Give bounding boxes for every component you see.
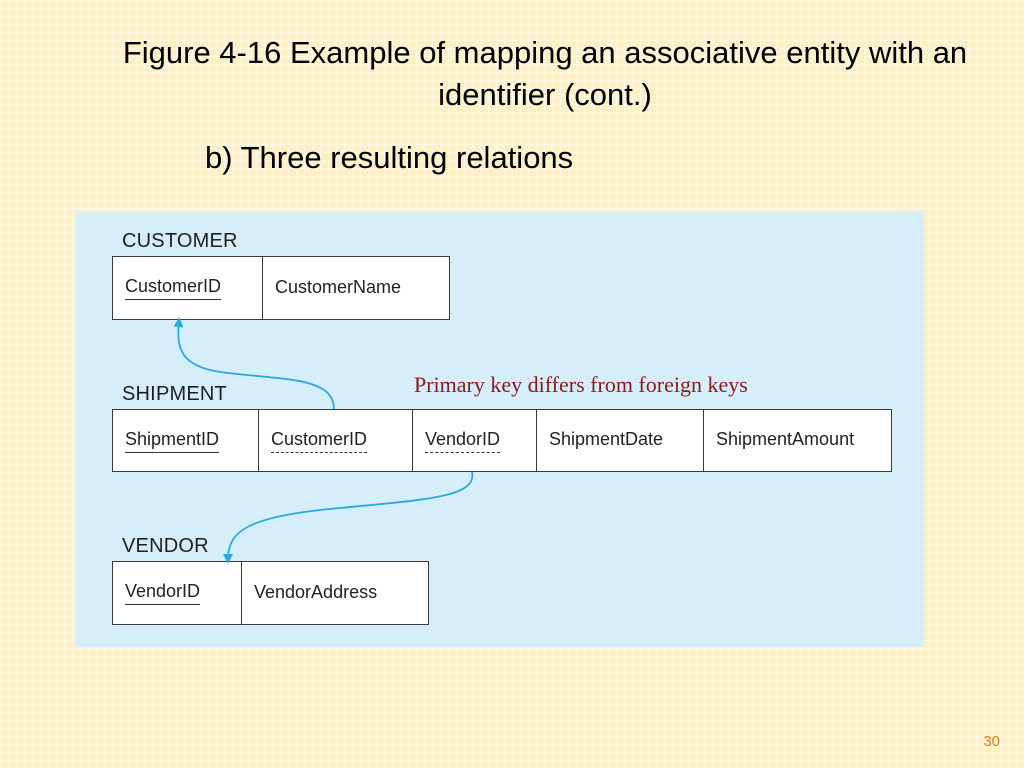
shipment-shipmentdate-label: ShipmentDate xyxy=(549,429,664,449)
vendor-vendorid-label: VendorID xyxy=(125,581,201,605)
slide-title: Figure 4-16 Example of mapping an associ… xyxy=(122,35,968,112)
shipment-vendorid-cell: VendorID xyxy=(413,410,537,471)
shipment-shipmentdate-cell: ShipmentDate xyxy=(537,410,704,471)
customer-customerid-cell: CustomerID xyxy=(113,257,263,319)
customer-relation-table: CustomerID CustomerName xyxy=(112,256,450,320)
annotation-note: Primary key differs from foreign keys xyxy=(414,372,748,397)
customer-customername-label: CustomerName xyxy=(275,276,402,297)
shipment-vendorid-label: VendorID xyxy=(425,429,501,453)
shipment-customerid-label: CustomerID xyxy=(271,429,368,453)
vendor-vendoraddress-label: VendorAddress xyxy=(254,581,378,602)
shipment-relation-table: ShipmentID CustomerID VendorID ShipmentD… xyxy=(112,409,892,472)
shipment-shipmentamount-label: ShipmentAmount xyxy=(716,429,855,449)
shipment-shipmentid-cell: ShipmentID xyxy=(113,410,259,471)
shipment-shipmentid-label: ShipmentID xyxy=(125,429,220,453)
page-number: 30 xyxy=(983,733,1000,750)
vendor-vendoraddress-cell: VendorAddress xyxy=(242,562,428,624)
customer-customername-cell: CustomerName xyxy=(263,257,449,319)
shipment-relation-name: SHIPMENT xyxy=(122,383,227,405)
customer-relation-name: CUSTOMER xyxy=(122,230,238,252)
vendor-relation-table: VendorID VendorAddress xyxy=(112,561,429,625)
customer-customerid-label: CustomerID xyxy=(125,276,222,300)
vendor-relation-name: VENDOR xyxy=(122,535,209,557)
vendor-vendorid-cell: VendorID xyxy=(113,562,242,624)
shipment-customerid-cell: CustomerID xyxy=(259,410,413,471)
shipment-shipmentamount-cell: ShipmentAmount xyxy=(704,410,891,471)
slide-subtitle: b) Three resulting relations xyxy=(205,140,574,175)
